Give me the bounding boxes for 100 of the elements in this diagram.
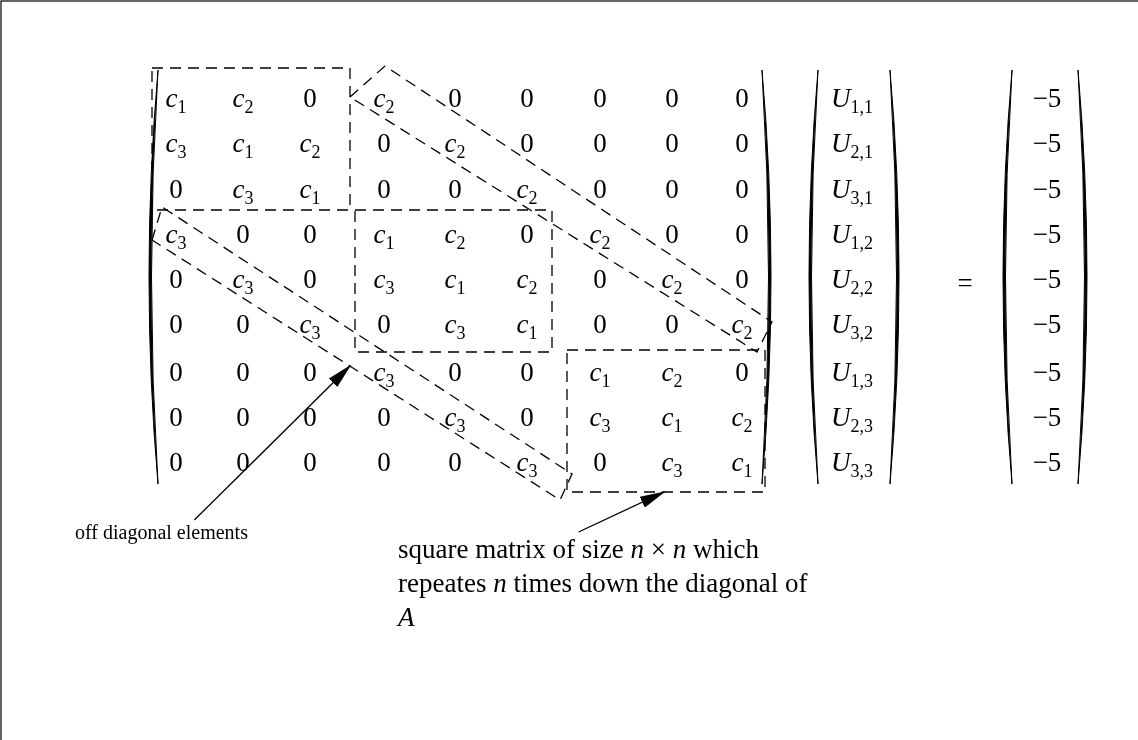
matrix-entry: 0 xyxy=(734,264,750,294)
matrix-entry: 0 xyxy=(734,128,750,158)
matrix-entry: 0 xyxy=(664,128,680,158)
matrix-entry: c$_{3}$ xyxy=(164,219,188,249)
annotation-text: off diagonal elements xyxy=(75,520,248,544)
matrix-entry: 0 xyxy=(168,447,184,477)
dashed-block-outline xyxy=(151,67,351,211)
matrix-entry: 0 xyxy=(664,219,680,249)
matrix-entry: c$_{3}$ xyxy=(660,447,684,477)
matrix-entry: 0 xyxy=(592,309,608,339)
matrix-entry: 0 xyxy=(235,219,251,249)
matrix-entry: c$_{3}$ xyxy=(515,447,539,477)
matrix-entry: c$_{3}$ xyxy=(443,309,467,339)
matrix-entry: 0 xyxy=(734,174,750,204)
leader-arrow xyxy=(193,364,352,521)
matrix-entry: c$_{1}$ xyxy=(298,174,322,204)
matrix-entry: c$_{3}$ xyxy=(231,264,255,294)
matrix-entry: c$_{3}$ xyxy=(588,402,612,432)
matrix-entry: 0 xyxy=(592,128,608,158)
vector-entry: −5 xyxy=(1031,219,1063,249)
matrix-entry: 0 xyxy=(376,447,392,477)
vector-entry: −5 xyxy=(1031,309,1063,339)
matrix-entry: 0 xyxy=(168,357,184,387)
matrix-entry: 0 xyxy=(664,309,680,339)
vector-entry: −5 xyxy=(1031,264,1063,294)
matrix-entry: 0 xyxy=(447,357,463,387)
matrix-entry: c$_{2}$ xyxy=(443,128,467,158)
matrix-entry: 0 xyxy=(519,128,535,158)
matrix-entry: c$_{2}$ xyxy=(515,174,539,204)
matrix-entry: 0 xyxy=(235,357,251,387)
matrix-entry: c$_{2}$ xyxy=(443,219,467,249)
matrix-entry: c$_{1}$ xyxy=(730,447,754,477)
matrix-entry: 0 xyxy=(592,264,608,294)
matrix-entry: 0 xyxy=(376,309,392,339)
vector-entry: −5 xyxy=(1031,174,1063,204)
matrix-entry: c$_{3}$ xyxy=(231,174,255,204)
matrix-entry: 0 xyxy=(519,357,535,387)
matrix-entry: 0 xyxy=(168,174,184,204)
matrix-entry: 0 xyxy=(734,219,750,249)
vector-entry: −5 xyxy=(1031,357,1063,387)
matrix-entry: 0 xyxy=(592,447,608,477)
matrix-entry: 0 xyxy=(519,402,535,432)
matrix-entry: c$_{2}$ xyxy=(730,402,754,432)
matrix-entry: 0 xyxy=(664,83,680,113)
matrix-entry: 0 xyxy=(376,402,392,432)
matrix-entry: c$_{3}$ xyxy=(164,128,188,158)
matrix-entry: 0 xyxy=(168,264,184,294)
matrix-entry: 0 xyxy=(235,309,251,339)
matrix-entry: c$_{2}$ xyxy=(660,264,684,294)
matrix-entry: c$_{1}$ xyxy=(443,264,467,294)
matrix-entry: c$_{2}$ xyxy=(298,128,322,158)
matrix-entry: 0 xyxy=(235,447,251,477)
matrix-entry: 0 xyxy=(519,83,535,113)
matrix-entry: c$_{1}$ xyxy=(164,83,188,113)
vector-entry: −5 xyxy=(1031,447,1063,477)
matrix-entry: 0 xyxy=(592,83,608,113)
matrix-entry: 0 xyxy=(664,174,680,204)
matrix-entry: c$_{2}$ xyxy=(588,219,612,249)
matrix-entry: c$_{2}$ xyxy=(660,357,684,387)
matrix-entry: c$_{1}$ xyxy=(660,402,684,432)
matrix-entry: c$_{3}$ xyxy=(372,264,396,294)
matrix-entry: 0 xyxy=(168,402,184,432)
matrix-entry: c$_{1}$ xyxy=(588,357,612,387)
dashed-band-outline xyxy=(151,206,573,501)
matrix-entry: 0 xyxy=(302,357,318,387)
matrix-entry: c$_{1}$ xyxy=(372,219,396,249)
matrix-entry: 0 xyxy=(376,128,392,158)
matrix-entry: 0 xyxy=(168,309,184,339)
annotation-text: square matrix of size n × n which repeates n times down the diagonal of A xyxy=(398,533,809,634)
vector-entry: −5 xyxy=(1031,83,1063,113)
matrix-entry: 0 xyxy=(447,83,463,113)
vector-entry: −5 xyxy=(1031,402,1063,432)
matrix-entry: 0 xyxy=(734,83,750,113)
matrix-entry: c$_{3}$ xyxy=(298,309,322,339)
matrix-entry: 0 xyxy=(302,219,318,249)
matrix-entry: 0 xyxy=(376,174,392,204)
matrix-entry: 0 xyxy=(235,402,251,432)
matrix-entry: 0 xyxy=(302,264,318,294)
matrix-entry: 0 xyxy=(447,174,463,204)
matrix-entry: 0 xyxy=(734,357,750,387)
equals-sign: = xyxy=(956,268,974,298)
matrix-entry: 0 xyxy=(592,174,608,204)
leader-arrow xyxy=(577,491,666,533)
matrix-entry: 0 xyxy=(519,219,535,249)
matrix-entry: c$_{1}$ xyxy=(231,128,255,158)
dashed-block-outline xyxy=(354,209,553,353)
dashed-band-outline xyxy=(348,65,773,353)
dashed-block-outline xyxy=(566,349,766,493)
matrix-entry: c$_{2}$ xyxy=(515,264,539,294)
vector-entry: −5 xyxy=(1031,128,1063,158)
matrix-entry: c$_{1}$ xyxy=(515,309,539,339)
matrix-entry: c$_{3}$ xyxy=(372,357,396,387)
matrix-entry: 0 xyxy=(302,447,318,477)
matrix-entry: 0 xyxy=(447,447,463,477)
matrix-entry: 0 xyxy=(302,83,318,113)
matrix-entry: c$_{2}$ xyxy=(372,83,396,113)
matrix-entry: 0 xyxy=(302,402,318,432)
matrix-entry: c$_{3}$ xyxy=(443,402,467,432)
matrix-entry: c$_{2}$ xyxy=(730,309,754,339)
matrix-entry: c$_{2}$ xyxy=(231,83,255,113)
